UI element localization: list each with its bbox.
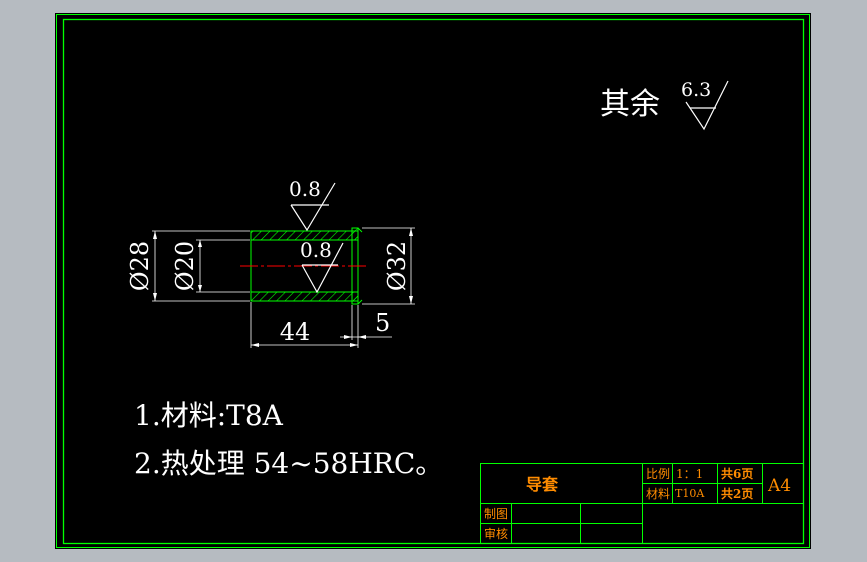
drawing-sheet bbox=[55, 13, 811, 549]
material-value: T10A bbox=[675, 487, 705, 500]
dim-outer-diameter: Ø28 bbox=[126, 230, 250, 302]
dim-collar-width-label: 5 bbox=[375, 309, 390, 337]
note-material: 1.材料:T8A bbox=[134, 399, 284, 432]
drawn-label: 制图 bbox=[484, 507, 508, 521]
dim-length-label: 44 bbox=[280, 318, 311, 346]
outer-roughness-value: 0.8 bbox=[289, 177, 321, 201]
collar-hatch-bottom bbox=[352, 292, 358, 304]
roughness-symbol-icon bbox=[685, 80, 729, 131]
collar-chamfer-top bbox=[357, 227, 363, 233]
general-roughness-note: 其余 6.3 bbox=[600, 79, 729, 131]
dim-collar-diameter-label: Ø32 bbox=[383, 241, 411, 291]
checked-label: 审核 bbox=[484, 526, 508, 541]
title-block-text: 导套 比例 1：1 共6页 材料 T10A 共2页 A4 制图 审核 bbox=[484, 466, 791, 541]
roughness-value: 6.3 bbox=[681, 79, 711, 101]
technical-notes: 1.材料:T8A 2.热处理 54~58HRC。 bbox=[134, 399, 443, 480]
outer-roughness-icon bbox=[290, 182, 336, 232]
dim-length: 44 bbox=[250, 302, 359, 348]
collar-hatch-top bbox=[352, 228, 358, 240]
bushing-section-view: 0.8 0.8 Ø28 Ø20 bbox=[126, 177, 415, 348]
dim-collar-width: 5 bbox=[340, 305, 392, 340]
bore-roughness-value: 0.8 bbox=[300, 238, 332, 262]
part-name: 导套 bbox=[526, 475, 559, 494]
wall-hatch-bottom bbox=[251, 292, 358, 301]
bore-roughness-symbol: 0.8 bbox=[300, 238, 344, 294]
scale-label: 比例 bbox=[646, 467, 670, 481]
paper-size: A4 bbox=[767, 476, 791, 496]
sheet-total: 共6页 bbox=[721, 466, 753, 481]
dim-bore-diameter-label: Ø20 bbox=[171, 241, 199, 291]
roughness-prefix: 其余 bbox=[600, 87, 660, 122]
wall-hatch-top bbox=[251, 231, 358, 240]
collar-chamfer-bottom bbox=[357, 299, 363, 305]
outer-frame bbox=[56, 14, 810, 548]
dim-collar-diameter: Ø32 bbox=[362, 227, 415, 305]
dim-outer-diameter-label: Ø28 bbox=[126, 241, 154, 291]
scale-value: 1：1 bbox=[676, 467, 703, 481]
outer-roughness-symbol: 0.8 bbox=[289, 177, 336, 232]
note-heat-treatment: 2.热处理 54~58HRC。 bbox=[134, 447, 443, 480]
inner-frame bbox=[62, 18, 805, 545]
bore-roughness-icon bbox=[301, 242, 344, 294]
material-label: 材料 bbox=[646, 487, 670, 501]
dim-bore-diameter: Ø20 bbox=[171, 239, 250, 293]
title-block bbox=[480, 463, 804, 544]
sheet-count: 共2页 bbox=[721, 486, 753, 501]
